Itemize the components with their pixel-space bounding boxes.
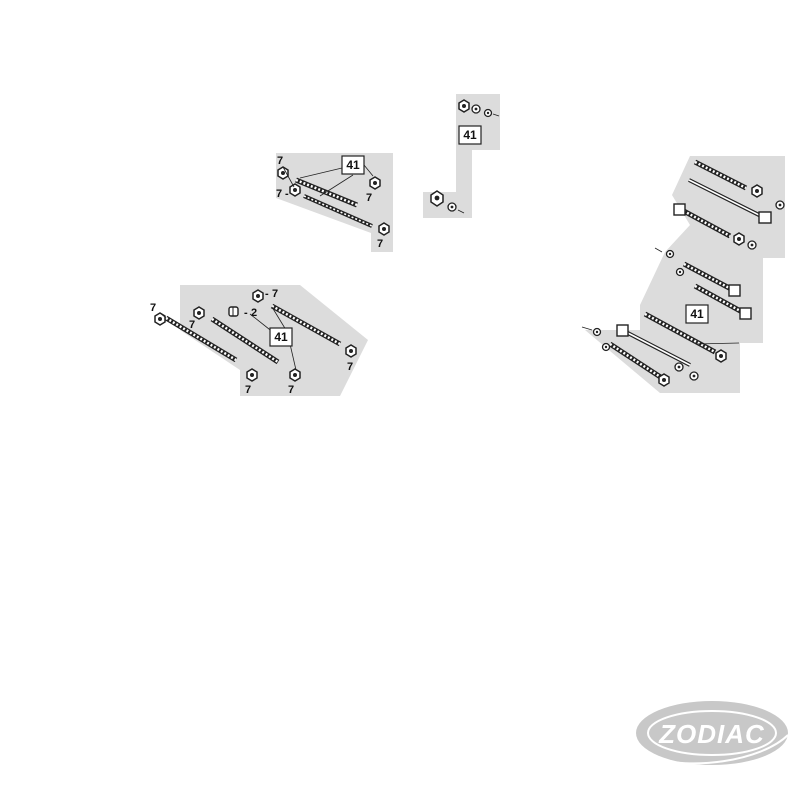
nut bbox=[345, 344, 357, 358]
callout-dash: - bbox=[244, 307, 248, 319]
group-middle-left: 41 7 7 - 7 - 2 7 7 7 bbox=[150, 285, 368, 396]
nut bbox=[154, 312, 166, 326]
reference-box-label: 41 bbox=[346, 158, 360, 172]
panel-top-left bbox=[276, 153, 393, 252]
panel-right bbox=[585, 156, 785, 393]
callout-label: 2 bbox=[251, 307, 257, 319]
bolt bbox=[210, 316, 280, 365]
washer bbox=[674, 362, 684, 372]
bolt bbox=[608, 341, 664, 381]
callout-label: 7 bbox=[288, 384, 294, 396]
brand-logo: ZODIAC bbox=[636, 701, 789, 765]
plug bbox=[228, 306, 239, 317]
washer bbox=[601, 342, 611, 352]
washer bbox=[675, 267, 685, 277]
washer bbox=[447, 202, 457, 212]
logo-swoosh bbox=[651, 734, 789, 765]
bolt bbox=[616, 324, 691, 367]
nut bbox=[458, 99, 470, 113]
nut bbox=[733, 232, 745, 246]
callout-label: 7 bbox=[277, 155, 283, 167]
nut bbox=[658, 373, 670, 387]
washer bbox=[471, 104, 481, 114]
bolt bbox=[303, 194, 373, 228]
reference-box: 41 bbox=[685, 304, 709, 324]
nut bbox=[430, 190, 444, 207]
panel-top-center bbox=[423, 94, 500, 218]
nut bbox=[252, 289, 264, 303]
callout-label: 7 bbox=[272, 288, 278, 300]
callout-dash: - bbox=[265, 288, 269, 300]
reference-box-label: 41 bbox=[690, 307, 704, 321]
nut bbox=[751, 184, 763, 198]
bolt bbox=[295, 177, 358, 208]
washer bbox=[592, 327, 602, 337]
callout-label: 7 bbox=[377, 238, 383, 250]
callout-label: 7 bbox=[276, 188, 282, 200]
bolt bbox=[164, 315, 238, 363]
nut bbox=[193, 306, 205, 320]
logo-text: ZODIAC bbox=[658, 719, 765, 749]
group-right: 41 bbox=[581, 156, 785, 393]
bolt bbox=[673, 203, 732, 239]
logo-oval-inner bbox=[647, 710, 777, 756]
washer bbox=[665, 249, 675, 259]
bolt bbox=[643, 311, 717, 355]
callout-dash: - bbox=[285, 188, 289, 200]
callout-label: 7 bbox=[347, 361, 353, 373]
bolt bbox=[270, 303, 342, 347]
washer bbox=[747, 240, 757, 250]
nut bbox=[378, 222, 390, 236]
reference-box: 41 bbox=[341, 155, 365, 175]
washer bbox=[775, 200, 785, 210]
logo-oval bbox=[636, 701, 788, 765]
nut bbox=[289, 183, 301, 197]
callout-label: 7 bbox=[150, 302, 156, 314]
reference-box: 41 bbox=[269, 327, 293, 347]
nut bbox=[715, 349, 727, 363]
bolt bbox=[693, 159, 748, 191]
bolt bbox=[693, 283, 752, 320]
bolt bbox=[688, 178, 772, 224]
reference-box-label: 41 bbox=[463, 128, 477, 142]
nut bbox=[289, 368, 301, 382]
callout-label: 7 bbox=[245, 384, 251, 396]
callout-label: 7 bbox=[366, 192, 372, 204]
reference-box: 41 bbox=[458, 125, 482, 145]
washer bbox=[689, 371, 699, 381]
group-top-left: 41 7 7 - 7 7 bbox=[276, 153, 393, 252]
washer bbox=[483, 108, 493, 118]
nut bbox=[246, 368, 258, 382]
group-top-center: 41 bbox=[423, 94, 500, 218]
bolt bbox=[682, 261, 741, 297]
callout-label: 7 bbox=[189, 319, 195, 331]
nut bbox=[369, 176, 381, 190]
reference-box-label: 41 bbox=[274, 330, 288, 344]
